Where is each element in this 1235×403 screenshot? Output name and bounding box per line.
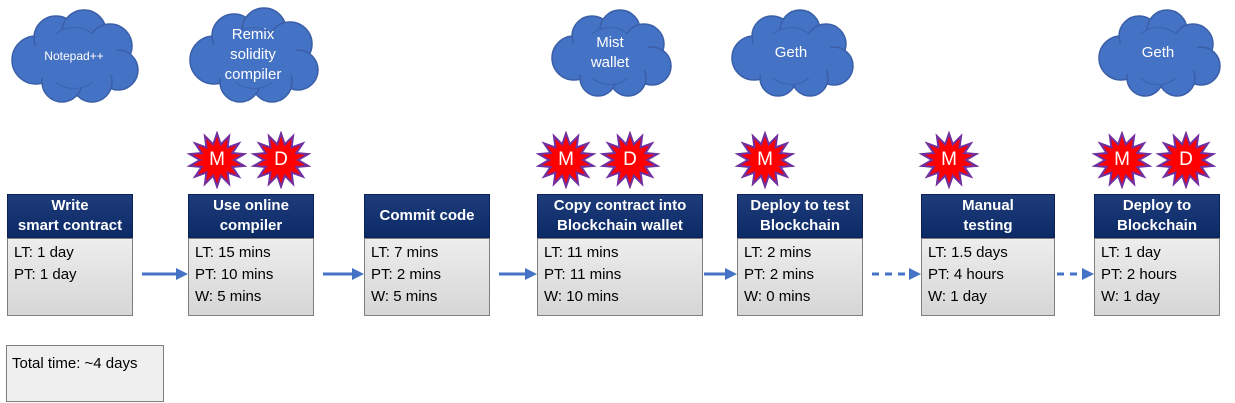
metric-wait-time: W: 5 mins (195, 288, 262, 305)
burst-icon (535, 131, 597, 189)
burst-icon (1091, 131, 1153, 189)
cloud-icon (731, 9, 854, 97)
arrow-test-deploy-to-manual-testing-dashed (872, 268, 921, 280)
arrow-manual-testing-to-deploy-dashed (1057, 268, 1094, 280)
metric-lead-time: LT: 1.5 days (928, 244, 1008, 261)
step-copy-contract-into-wallet: Copy contract into Blockchain wallet LT:… (537, 194, 703, 316)
burst-icon (918, 131, 980, 189)
step-metrics: LT: 7 mins PT: 2 mins W: 5 mins (364, 238, 490, 316)
burst-icon (599, 131, 661, 189)
cloud-icon (189, 7, 319, 103)
burst-label: M (757, 149, 773, 170)
step-manual-testing: Manual testing LT: 1.5 days PT: 4 hours … (921, 194, 1055, 316)
burst-icon (734, 131, 796, 189)
metric-lead-time: LT: 11 mins (544, 244, 619, 261)
burst-m-compiler: M (186, 131, 248, 189)
step-title: Manual testing (921, 194, 1055, 238)
metric-process-time: PT: 2 hours (1101, 266, 1177, 283)
metric-process-time: PT: 1 day (14, 266, 77, 283)
burst-m-wallet: M (535, 131, 597, 189)
metric-lead-time: LT: 7 mins (371, 244, 439, 261)
burst-icon (186, 131, 248, 189)
metric-process-time: PT: 4 hours (928, 266, 1004, 283)
burst-icon (1155, 131, 1217, 189)
step-metrics: LT: 2 mins PT: 2 mins W: 0 mins (737, 238, 863, 316)
step-metrics: LT: 1 day PT: 2 hours W: 1 day (1094, 238, 1220, 316)
metric-wait-time: W: 10 mins (544, 288, 619, 305)
metric-process-time: PT: 2 mins (371, 266, 442, 283)
metric-wait-time: W: 5 mins (371, 288, 438, 305)
metric-lead-time: LT: 1 day (1101, 244, 1161, 261)
cloud-remix: Remix solidity compiler (184, 6, 322, 104)
step-title: Deploy to test Blockchain (737, 194, 863, 238)
metric-lead-time: LT: 15 mins (195, 244, 271, 261)
metric-wait-time: W: 1 day (1101, 288, 1160, 305)
metric-lead-time: LT: 1 day (14, 244, 74, 261)
cloud-mist: Mist wallet (546, 8, 674, 98)
starburst-shape (599, 131, 661, 189)
step-metrics: LT: 15 mins PT: 10 mins W: 5 mins (188, 238, 314, 316)
burst-m-deploy-prod: M (1091, 131, 1153, 189)
burst-d-deploy-prod: D (1155, 131, 1217, 189)
arrow-write-to-compiler (142, 268, 188, 280)
metric-wait-time: W: 0 mins (744, 288, 811, 305)
burst-m-manual-testing: M (918, 131, 980, 189)
starburst-shape (734, 131, 796, 189)
arrow-wallet-to-test-deploy (704, 268, 737, 280)
cloud-geth-test: Geth (726, 8, 856, 98)
starburst-shape (535, 131, 597, 189)
cloud-label: Notepad++ (44, 49, 104, 63)
burst-label: D (623, 149, 637, 170)
starburst-shape (250, 131, 312, 189)
burst-label: M (941, 149, 957, 170)
step-title: Use online compiler (188, 194, 314, 238)
burst-d-wallet: D (599, 131, 661, 189)
metric-process-time: PT: 10 mins (195, 266, 274, 283)
metric-process-time: PT: 2 mins (744, 266, 815, 283)
step-commit-code: Commit code LT: 7 mins PT: 2 mins W: 5 m… (364, 194, 490, 316)
burst-d-compiler: D (250, 131, 312, 189)
step-write-smart-contract: Write smart contract LT: 1 day PT: 1 day (7, 194, 133, 316)
cloud-label: Geth (774, 44, 808, 61)
step-deploy-to-blockchain: Deploy to Blockchain LT: 1 day PT: 2 hou… (1094, 194, 1220, 316)
metric-lead-time: LT: 2 mins (744, 244, 812, 261)
cloud-geth-prod: Geth (1093, 8, 1223, 98)
step-title: Deploy to Blockchain (1094, 194, 1220, 238)
starburst-shape (1155, 131, 1217, 189)
burst-label: D (1179, 149, 1193, 170)
cloud-icon (1098, 9, 1221, 97)
starburst-shape (918, 131, 980, 189)
burst-m-deploy-test: M (734, 131, 796, 189)
step-metrics: LT: 1 day PT: 1 day (7, 238, 133, 316)
starburst-shape (186, 131, 248, 189)
cloud-notepad: Notepad++ (6, 8, 142, 104)
cloud-icon (11, 9, 139, 103)
burst-label: M (209, 149, 225, 170)
step-deploy-to-test-blockchain: Deploy to test Blockchain LT: 2 mins PT:… (737, 194, 863, 316)
cloud-label: Geth (1141, 44, 1175, 61)
step-metrics: LT: 1.5 days PT: 4 hours W: 1 day (921, 238, 1055, 316)
arrow-commit-to-wallet (499, 268, 537, 280)
burst-icon (250, 131, 312, 189)
cloud-label: Remix solidity compiler (224, 26, 282, 83)
burst-label: D (274, 149, 288, 170)
cloud-icon (551, 9, 672, 97)
burst-label: M (558, 149, 574, 170)
total-time-box: Total time: ~4 days (6, 345, 164, 402)
cloud-label: Mist wallet (590, 34, 630, 71)
arrow-compiler-to-commit (323, 268, 364, 280)
burst-label: M (1114, 149, 1130, 170)
metric-process-time: PT: 11 mins (544, 266, 622, 283)
step-title: Commit code (364, 194, 490, 238)
step-title: Copy contract into Blockchain wallet (537, 194, 703, 238)
total-time-label: Total time: ~4 days (12, 355, 138, 372)
step-use-online-compiler: Use online compiler LT: 15 mins PT: 10 m… (188, 194, 314, 316)
metric-wait-time: W: 1 day (928, 288, 987, 305)
step-title: Write smart contract (7, 194, 133, 238)
starburst-shape (1091, 131, 1153, 189)
step-metrics: LT: 11 mins PT: 11 mins W: 10 mins (537, 238, 703, 316)
